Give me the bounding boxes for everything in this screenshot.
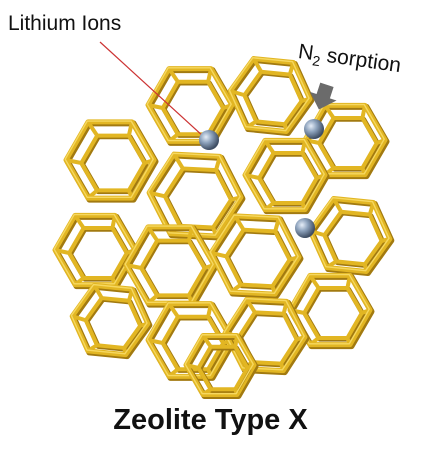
framework-strut	[53, 248, 72, 255]
framework-strut	[206, 301, 213, 319]
framework-strut	[73, 213, 86, 231]
down-arrow-icon	[309, 82, 337, 110]
framework-strut	[186, 224, 194, 243]
framework-ring	[317, 116, 379, 170]
framework-strut	[124, 263, 144, 270]
framework-strut	[126, 119, 134, 138]
framework-ring	[147, 152, 241, 236]
framework-strut	[201, 333, 213, 349]
framework-ring	[162, 166, 234, 230]
framework-strut	[92, 283, 104, 301]
framework-strut	[167, 301, 180, 319]
framework-ring	[67, 226, 129, 280]
framework-strut	[308, 273, 321, 291]
framework-ring	[224, 227, 292, 289]
framework-ring	[184, 334, 254, 395]
framework-ring	[53, 213, 135, 285]
framework-strut	[64, 158, 84, 165]
framework-strut	[233, 333, 239, 349]
framework-strut	[232, 213, 246, 232]
framework-strut	[263, 138, 276, 156]
framework-strut	[331, 196, 344, 214]
framework-ring	[228, 57, 310, 132]
framework-ring	[257, 151, 319, 205]
leader-line	[99, 41, 205, 138]
lithium-ion-sphere-icon	[295, 218, 315, 238]
framework-strut	[323, 103, 336, 121]
framework-strut	[146, 103, 165, 110]
lithium-ion-sphere-icon	[304, 119, 324, 139]
framework-ring	[146, 302, 232, 377]
framework-strut	[206, 66, 213, 84]
framework-strut	[126, 287, 135, 303]
framework-strut	[345, 273, 352, 291]
framework-strut	[110, 213, 117, 231]
framework-strut	[244, 297, 257, 315]
framework-ring	[70, 283, 148, 355]
lithium-ions-label: Lithium Ions	[8, 12, 122, 35]
figure-caption: Zeolite Type X	[113, 404, 308, 436]
framework-struts	[52, 56, 395, 399]
framework-strut	[209, 250, 229, 259]
framework-strut	[300, 138, 307, 156]
framework-ring	[139, 238, 207, 298]
framework-strut	[273, 216, 281, 234]
lithium-ions	[199, 119, 324, 238]
framework-strut	[360, 103, 367, 121]
framework-strut	[228, 89, 247, 98]
framework-ring	[302, 286, 364, 340]
framework-strut	[86, 119, 100, 138]
framework-ring	[223, 297, 305, 371]
framework-strut	[243, 173, 262, 180]
framework-strut	[147, 190, 167, 199]
framework-strut	[281, 299, 289, 316]
framework-strut	[70, 314, 88, 323]
lithium-ion-sphere-icon	[199, 130, 219, 150]
framework-ring	[83, 296, 143, 350]
framework-strut	[287, 60, 296, 77]
framework-strut	[184, 363, 201, 370]
framework-strut	[213, 154, 222, 173]
framework-strut	[146, 224, 160, 243]
framework-strut	[251, 56, 264, 74]
framework-ring	[64, 120, 154, 199]
framework-ring	[209, 214, 299, 295]
framework-ring	[243, 138, 325, 210]
framework-strut	[167, 66, 180, 84]
framework-strut	[367, 200, 376, 217]
framework-strut	[172, 152, 185, 171]
framework-ring	[79, 133, 147, 193]
framework-strut	[146, 338, 165, 345]
